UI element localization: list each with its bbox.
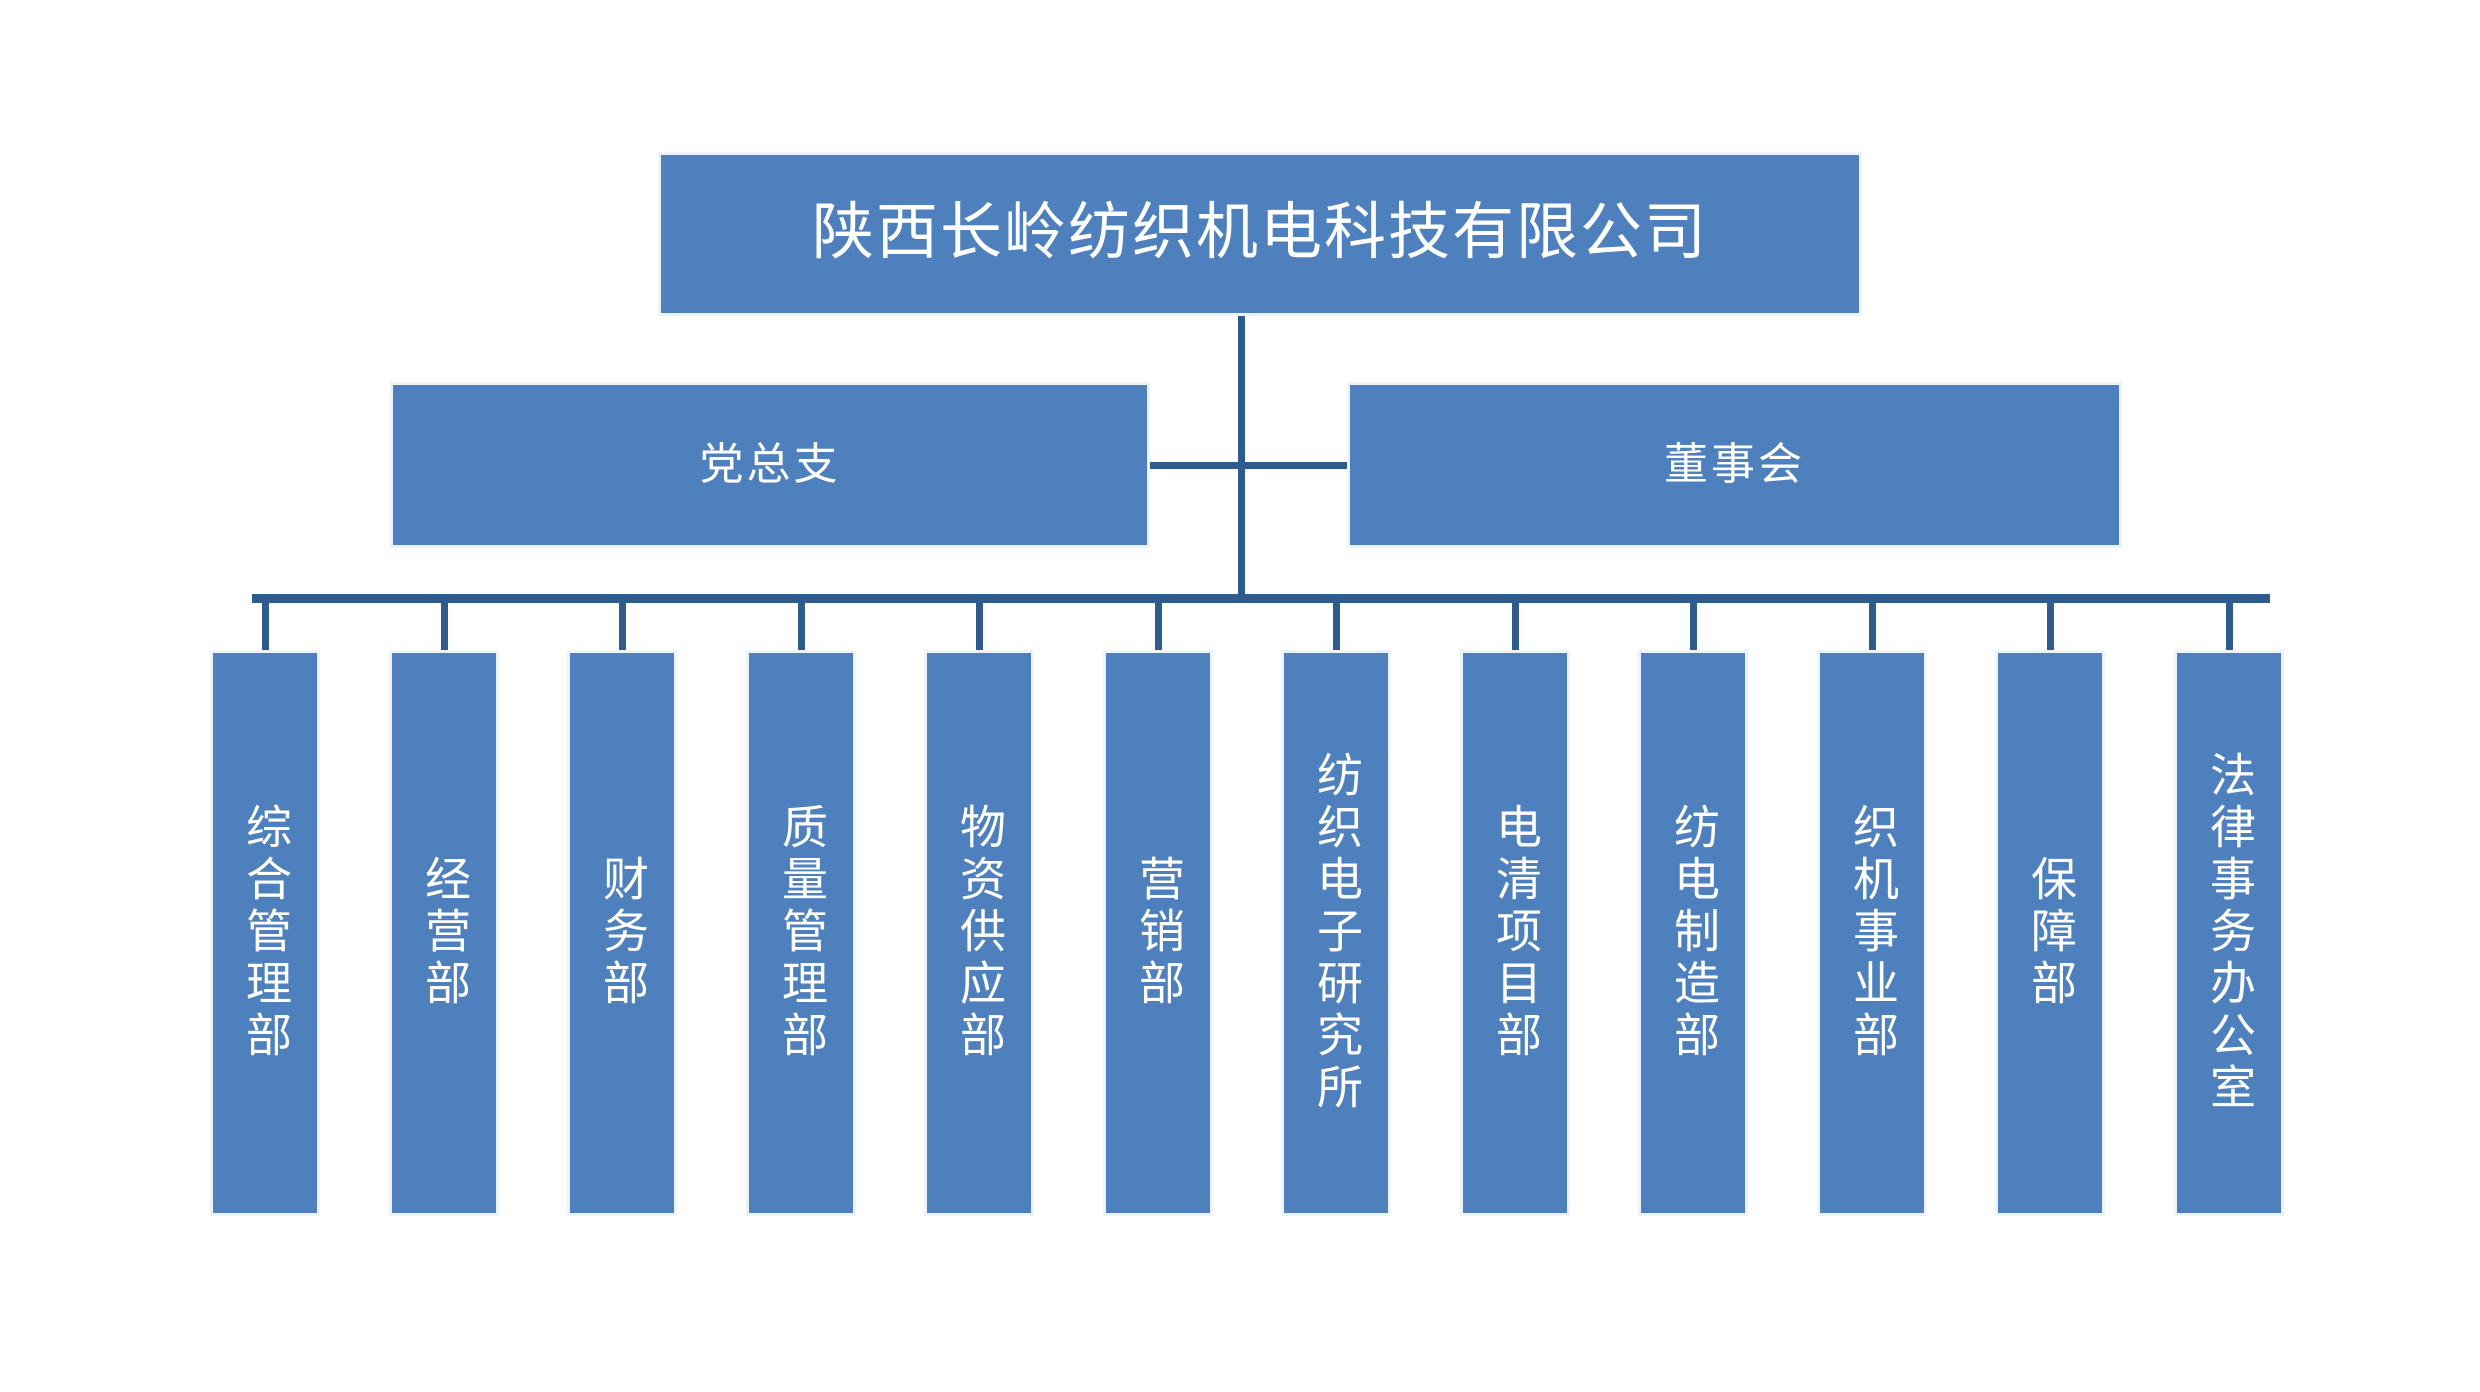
connector-dropper-legal-affairs-office [2226,601,2233,653]
org-node-security-support[interactable]: 保障部 [1995,650,2105,1216]
org-node-quality-management-label: 质量管理部 [776,803,827,1063]
org-node-electronic-clearing-project-label: 电清项目部 [1490,803,1541,1063]
org-node-marketing-label: 营销部 [1133,855,1184,1011]
org-node-operations-label: 经营部 [419,855,470,1011]
org-node-legal-affairs-office-label: 法律事务办公室 [2204,751,2255,1115]
connector-dropper-quality-management [798,601,805,653]
org-node-party-branch-label: 党总支 [699,440,841,490]
org-node-textile-electronics-institute-label: 纺织电子研究所 [1311,751,1362,1115]
org-node-loom-business-division-label: 织机事业部 [1847,803,1898,1063]
connector-dropper-electronic-clearing-project [1512,601,1519,653]
org-node-general-management[interactable]: 综合管理部 [210,650,320,1216]
org-node-finance-label: 财务部 [597,855,648,1011]
org-node-root-label: 陕西长岭纺织机电科技有限公司 [811,199,1708,268]
org-node-board-of-directors-label: 董事会 [1664,440,1805,490]
connector-dropper-security-support [2047,601,2054,653]
org-node-marketing[interactable]: 营销部 [1103,650,1213,1216]
connector-dropper-finance [619,601,626,653]
org-node-quality-management[interactable]: 质量管理部 [746,650,856,1216]
connector-dropper-operations [441,601,448,653]
connector-dropper-materials-supply [976,601,983,653]
org-node-security-support-label: 保障部 [2025,855,2076,1011]
org-node-operations[interactable]: 经营部 [389,650,499,1216]
connector-root-stem [1238,316,1245,601]
org-node-legal-affairs-office[interactable]: 法律事务办公室 [2174,650,2284,1216]
org-node-textile-electric-manufacturing-label: 纺电制造部 [1668,803,1719,1063]
connector-department-bus [252,594,2270,603]
connector-dropper-marketing [1155,601,1162,653]
org-node-textile-electric-manufacturing[interactable]: 纺电制造部 [1638,650,1748,1216]
org-node-electronic-clearing-project[interactable]: 电清项目部 [1460,650,1570,1216]
connector-dropper-general-management [262,601,269,653]
connector-dropper-loom-business-division [1869,601,1876,653]
org-node-materials-supply-label: 物资供应部 [954,803,1005,1063]
org-node-textile-electronics-institute[interactable]: 纺织电子研究所 [1281,650,1391,1216]
org-node-finance[interactable]: 财务部 [567,650,677,1216]
org-node-general-management-label: 综合管理部 [240,803,291,1063]
connector-dropper-textile-electronics-institute [1333,601,1340,653]
org-node-root[interactable]: 陕西长岭纺织机电科技有限公司 [658,152,1862,316]
org-node-party-branch[interactable]: 党总支 [390,382,1150,548]
connector-level2-crossbar [1150,462,1347,469]
org-node-materials-supply[interactable]: 物资供应部 [924,650,1034,1216]
org-node-loom-business-division[interactable]: 织机事业部 [1817,650,1927,1216]
org-node-board-of-directors[interactable]: 董事会 [1347,382,2122,548]
connector-dropper-textile-electric-manufacturing [1690,601,1697,653]
